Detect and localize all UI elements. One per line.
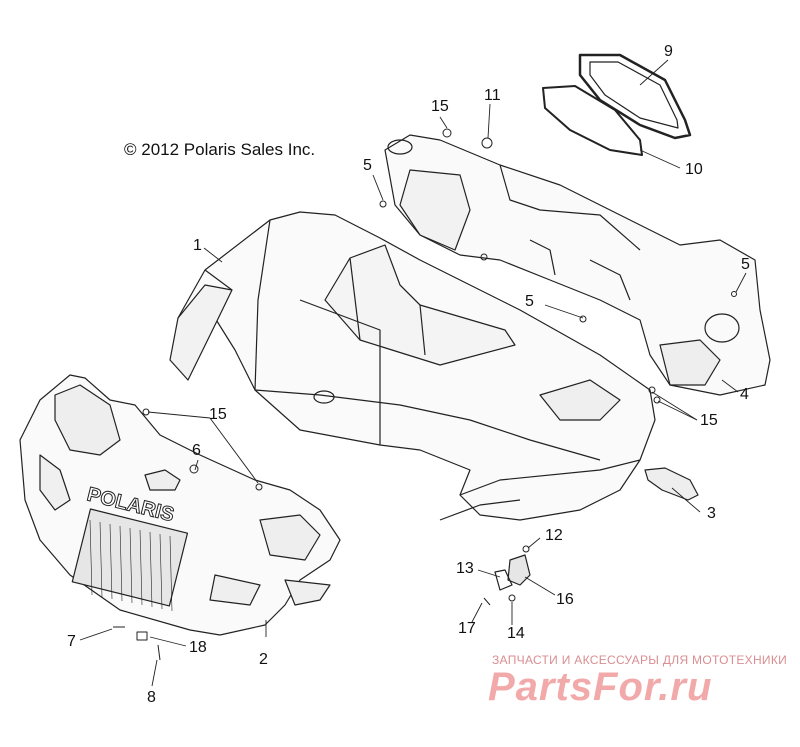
grab-handle-part (644, 467, 699, 501)
fasteners (113, 128, 737, 661)
callout-18: 18 (189, 639, 207, 656)
callout-4: 4 (740, 386, 749, 403)
callout-2: 2 (259, 651, 268, 668)
callout-16: 16 (556, 591, 574, 608)
callout-15-top: 15 (431, 98, 449, 115)
callout-10: 10 (685, 161, 703, 178)
clip-assembly-part (494, 554, 531, 591)
callout-14: 14 (507, 625, 525, 642)
callout-13: 13 (456, 560, 474, 577)
callout-9: 9 (664, 43, 673, 60)
callout-7: 7 (67, 633, 76, 650)
watermark-brand: PartsFor.ru (488, 665, 713, 709)
callout-11: 11 (484, 87, 501, 104)
hood-part (169, 211, 656, 521)
copyright-notice: © 2012 Polaris Sales Inc. (124, 140, 316, 159)
callout-15-right: 15 (700, 412, 718, 429)
callout-5-right: 5 (741, 256, 750, 273)
callout-1: 1 (193, 237, 202, 254)
callout-3: 3 (707, 505, 716, 522)
callout-17: 17 (458, 620, 476, 637)
polaris-logo-text: POLARIS (85, 484, 177, 527)
gauge-bezel-part (542, 53, 692, 156)
watermark-subtitle: ЗАПЧАСТИ И АКСЕССУАРЫ ДЛЯ МОТОТЕХНИКИ (492, 653, 788, 667)
callout-6: 6 (192, 442, 201, 459)
callout-8: 8 (147, 689, 156, 706)
callout-15-left: 15 (209, 406, 227, 423)
callout-5-top: 5 (363, 157, 372, 174)
callout-5-mid: 5 (525, 293, 534, 310)
leader-lines (79, 59, 747, 687)
front-fascia-part (19, 374, 341, 636)
dash-part (384, 134, 771, 396)
polaris-logo: POLARIS (84, 483, 177, 527)
callout-12: 12 (545, 527, 563, 544)
